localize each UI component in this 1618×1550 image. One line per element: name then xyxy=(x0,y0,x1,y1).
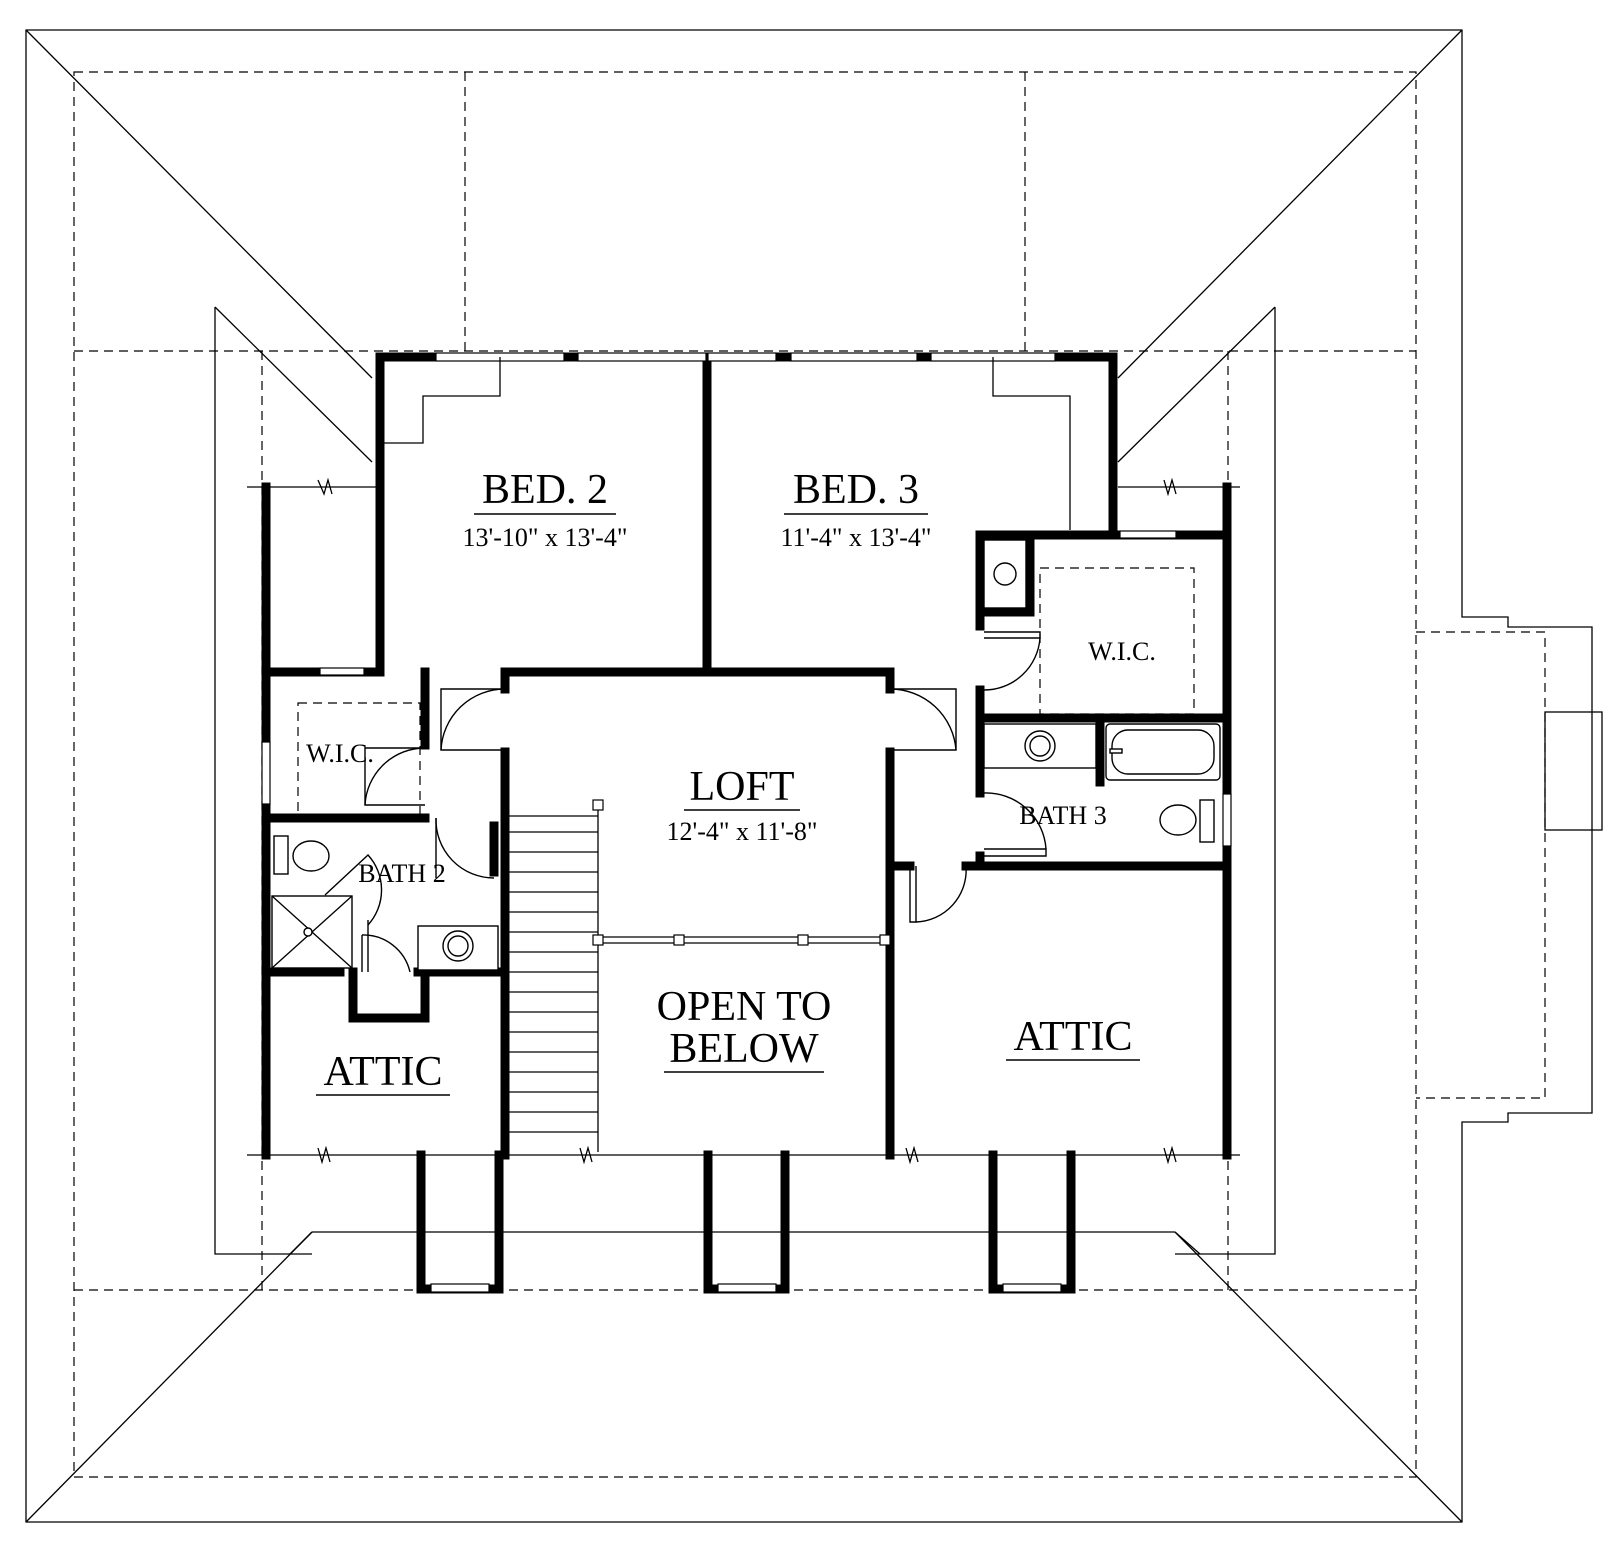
bath3-toilet-bowl xyxy=(1159,804,1197,836)
bed3-title: BED. 3 xyxy=(793,467,919,513)
bath-fixtures xyxy=(271,539,1221,971)
bed2-title: BED. 2 xyxy=(482,467,608,513)
open-to-below-line2: BELOW xyxy=(669,1026,819,1072)
bath2-toilet-tank xyxy=(273,835,289,875)
bed2-dimensions: 13'-10" x 13'-4" xyxy=(463,523,628,552)
bath2-label: BATH 2 xyxy=(358,859,445,888)
closet-details xyxy=(297,357,1195,816)
wic-right-label: W.I.C. xyxy=(1088,637,1156,666)
room-labels: BED. 2 13'-10" x 13'-4" BED. 3 11'-4" x … xyxy=(306,467,1156,1096)
open-to-below-line1: OPEN TO xyxy=(657,984,832,1030)
walls xyxy=(261,352,1232,1294)
loft-title: LOFT xyxy=(690,764,795,810)
loft-dimensions: 12'-4" x 11'-8" xyxy=(667,817,818,846)
eave-lines xyxy=(73,71,1546,1478)
bed3-dimensions: 11'-4" x 13'-4" xyxy=(781,523,932,552)
attic-left-label: ATTIC xyxy=(324,1049,443,1095)
bath3-label: BATH 3 xyxy=(1019,801,1106,830)
wic-left-label: W.I.C. xyxy=(306,739,374,768)
attic-right-label: ATTIC xyxy=(1014,1014,1133,1060)
roof-outline xyxy=(25,29,1603,1523)
loft-railing xyxy=(592,934,891,946)
bath2-toilet-bowl xyxy=(292,840,330,872)
doors xyxy=(324,631,1047,973)
bath3-toilet-tank xyxy=(1199,799,1215,843)
stair xyxy=(509,799,604,1152)
